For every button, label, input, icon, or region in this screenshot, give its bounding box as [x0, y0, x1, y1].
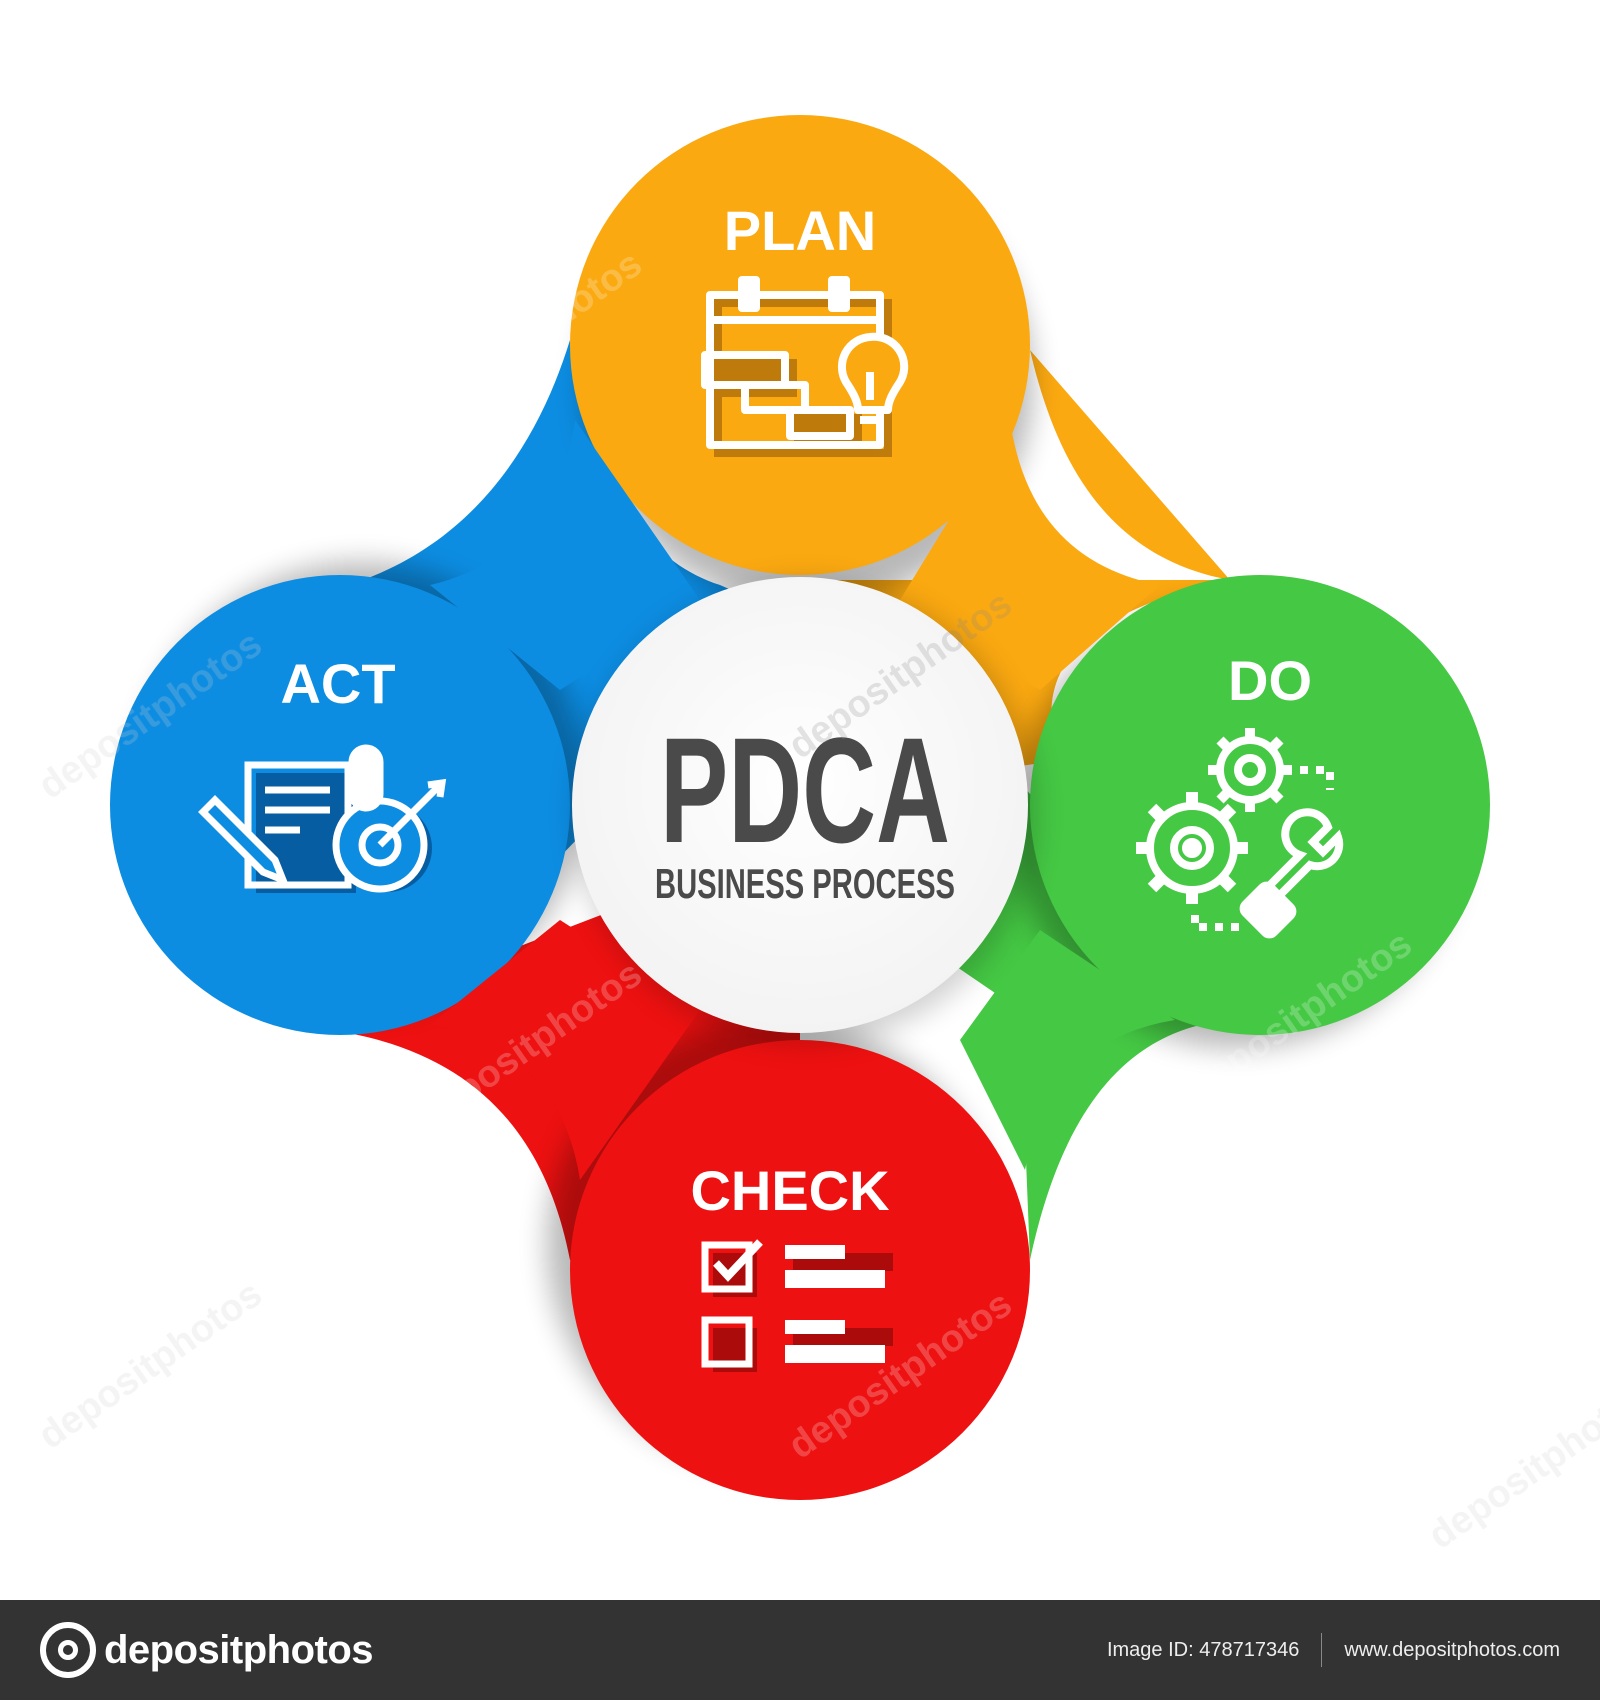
do-to-check-fill — [960, 930, 1175, 1170]
svg-text:depositphotos: depositphotos — [1421, 1373, 1600, 1558]
svg-text:depositphotos: depositphotos — [1181, 273, 1420, 458]
footer-bar: depositphotos Image ID: 478717346 www.de… — [0, 1600, 1600, 1700]
check-label: CHECK — [690, 1159, 889, 1222]
gears-wrench-icon — [1136, 728, 1344, 939]
website-link[interactable]: www.depositphotos.com — [1344, 1638, 1560, 1661]
center-circle — [572, 577, 1028, 1033]
svg-text:depositphotos: depositphotos — [31, 1273, 270, 1458]
checklist-icon — [701, 1239, 893, 1372]
plan-to-do-fill — [900, 420, 1160, 690]
center-title: PDCA — [660, 706, 950, 874]
do-label: DO — [1228, 649, 1312, 712]
plan-label: PLAN — [724, 199, 876, 262]
check-to-act-fill — [430, 920, 700, 1180]
document-target-icon — [198, 744, 447, 893]
brand-name: depositphotos — [104, 1627, 374, 1672]
plan-circle — [570, 115, 1030, 575]
image-id: Image ID: 478717346 — [1106, 1638, 1300, 1661]
pdca-diagram: PDCA BUSINESS PROCESS PLAN DO — [31, 115, 1600, 1558]
act-label: ACT — [280, 652, 395, 715]
footer-divider — [1321, 1633, 1323, 1667]
act-to-plan-fill — [430, 420, 700, 690]
calendar-lightbulb-icon — [701, 276, 909, 457]
brand-logo[interactable]: depositphotos — [40, 1622, 374, 1678]
center-subtitle: BUSINESS PROCESS — [655, 860, 955, 907]
do-circle — [1030, 575, 1490, 1035]
camera-logo-icon — [40, 1622, 96, 1678]
